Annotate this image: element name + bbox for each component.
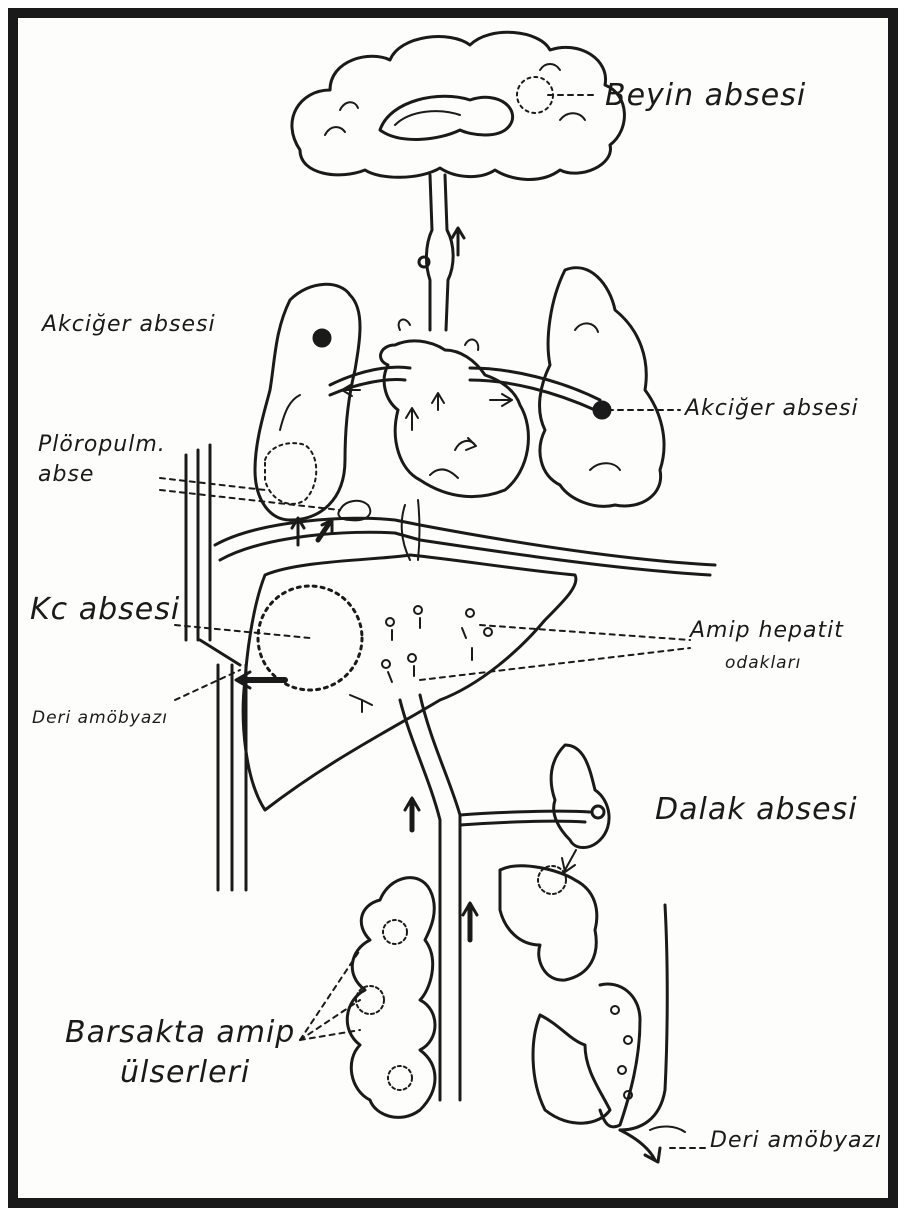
- colon-drawing: [347, 866, 685, 1162]
- label-brain-abscess: Beyin absesi: [605, 78, 806, 113]
- label-lung-abscess-left: Akciğer absesi: [42, 312, 216, 337]
- brain-drawing: [292, 32, 624, 179]
- label-amoebic-hepatitis-line1: Amip hepatit: [690, 618, 844, 643]
- heart-drawing: [381, 320, 529, 497]
- right-lung-drawing: [540, 268, 664, 507]
- label-liver-abscess: Kc absesi: [30, 592, 180, 627]
- label-intestinal-ulcers-line1: Barsakta amip: [65, 1015, 295, 1050]
- chest-wall-lines: [186, 445, 246, 890]
- vessel-to-brain: [419, 175, 464, 330]
- label-skin-amoebiasis-top: Deri amöbyazı: [32, 708, 168, 728]
- label-pleuropulmonary-abscess-line1: Plöropulm.: [38, 432, 166, 457]
- portal-vein: [400, 695, 590, 1100]
- label-lung-abscess-right: Akciğer absesi: [685, 396, 859, 421]
- label-pleuropulmonary-abscess-line2: abse: [38, 462, 94, 487]
- label-intestinal-ulcers-line2: ülserleri: [120, 1055, 250, 1090]
- pulmonary-vessels: [330, 367, 600, 410]
- left-lung-drawing: [255, 284, 370, 520]
- label-skin-amoebiasis-bottom: Deri amöbyazı: [710, 1128, 882, 1153]
- liver-drawing: [236, 500, 576, 810]
- spleen-drawing: [551, 745, 609, 872]
- label-amoebic-hepatitis-line2: odakları: [725, 653, 801, 673]
- label-spleen-abscess: Dalak absesi: [655, 792, 858, 827]
